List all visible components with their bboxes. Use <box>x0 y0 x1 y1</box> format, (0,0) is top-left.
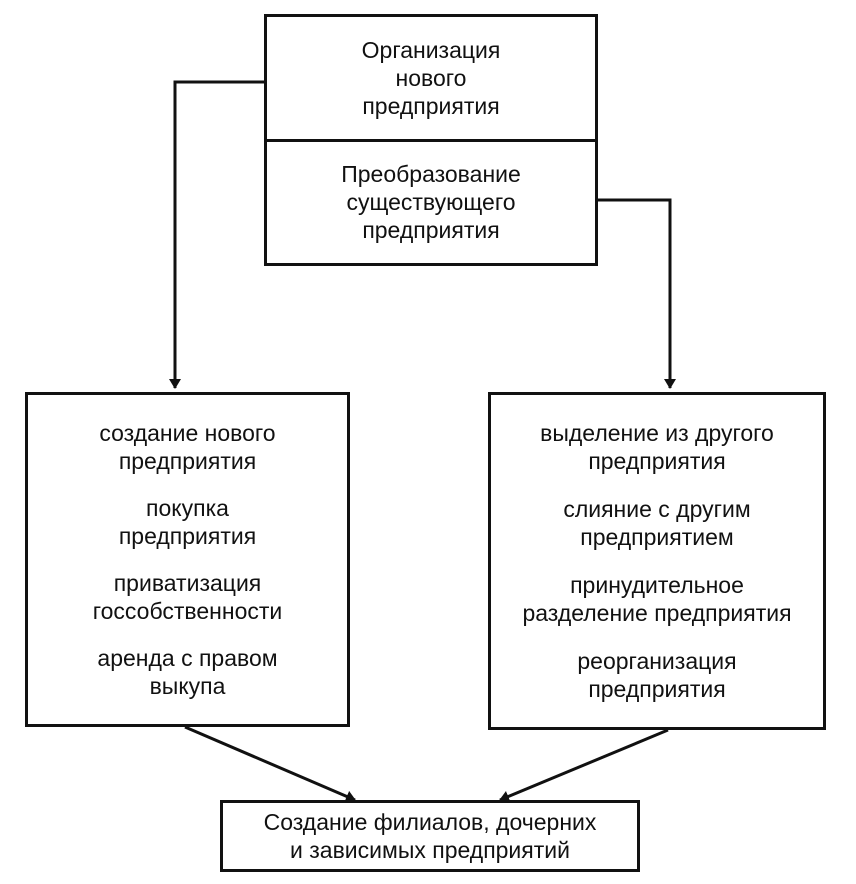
left-item: аренда с правом выкупа <box>97 645 278 700</box>
arrow-organization-to-left <box>169 80 265 389</box>
arrow-right-to-bottom <box>499 728 669 803</box>
top-box: Организация нового предприятия Преобразо… <box>264 14 598 266</box>
left-box: создание нового предприятия покупка пред… <box>25 392 350 727</box>
right-box: выделение из другого предприятия слияние… <box>488 392 826 730</box>
right-item: реорганизация предприятия <box>577 648 737 702</box>
left-item: приватизация госсобственности <box>92 570 283 625</box>
bottom-label: Создание филиалов, дочерних и зависимых … <box>263 809 597 863</box>
right-item: выделение из другого предприятия <box>540 420 774 474</box>
transformation-cell: Преобразование существующего предприятия <box>267 138 595 264</box>
arrow-transformation-to-right <box>597 198 676 389</box>
arrow-left-to-bottom <box>184 725 356 802</box>
left-item: покупка предприятия <box>118 494 257 549</box>
organization-label: Организация нового предприятия <box>361 36 501 119</box>
organization-cell: Организация нового предприятия <box>267 17 595 139</box>
right-item: слияние с другим предприятием <box>563 496 751 550</box>
right-item: принудительное разделение предприятия <box>522 572 792 626</box>
left-item: создание нового предприятия <box>99 419 276 474</box>
bottom-box: Создание филиалов, дочерних и зависимых … <box>220 800 640 872</box>
transformation-label: Преобразование существующего предприятия <box>341 161 521 244</box>
